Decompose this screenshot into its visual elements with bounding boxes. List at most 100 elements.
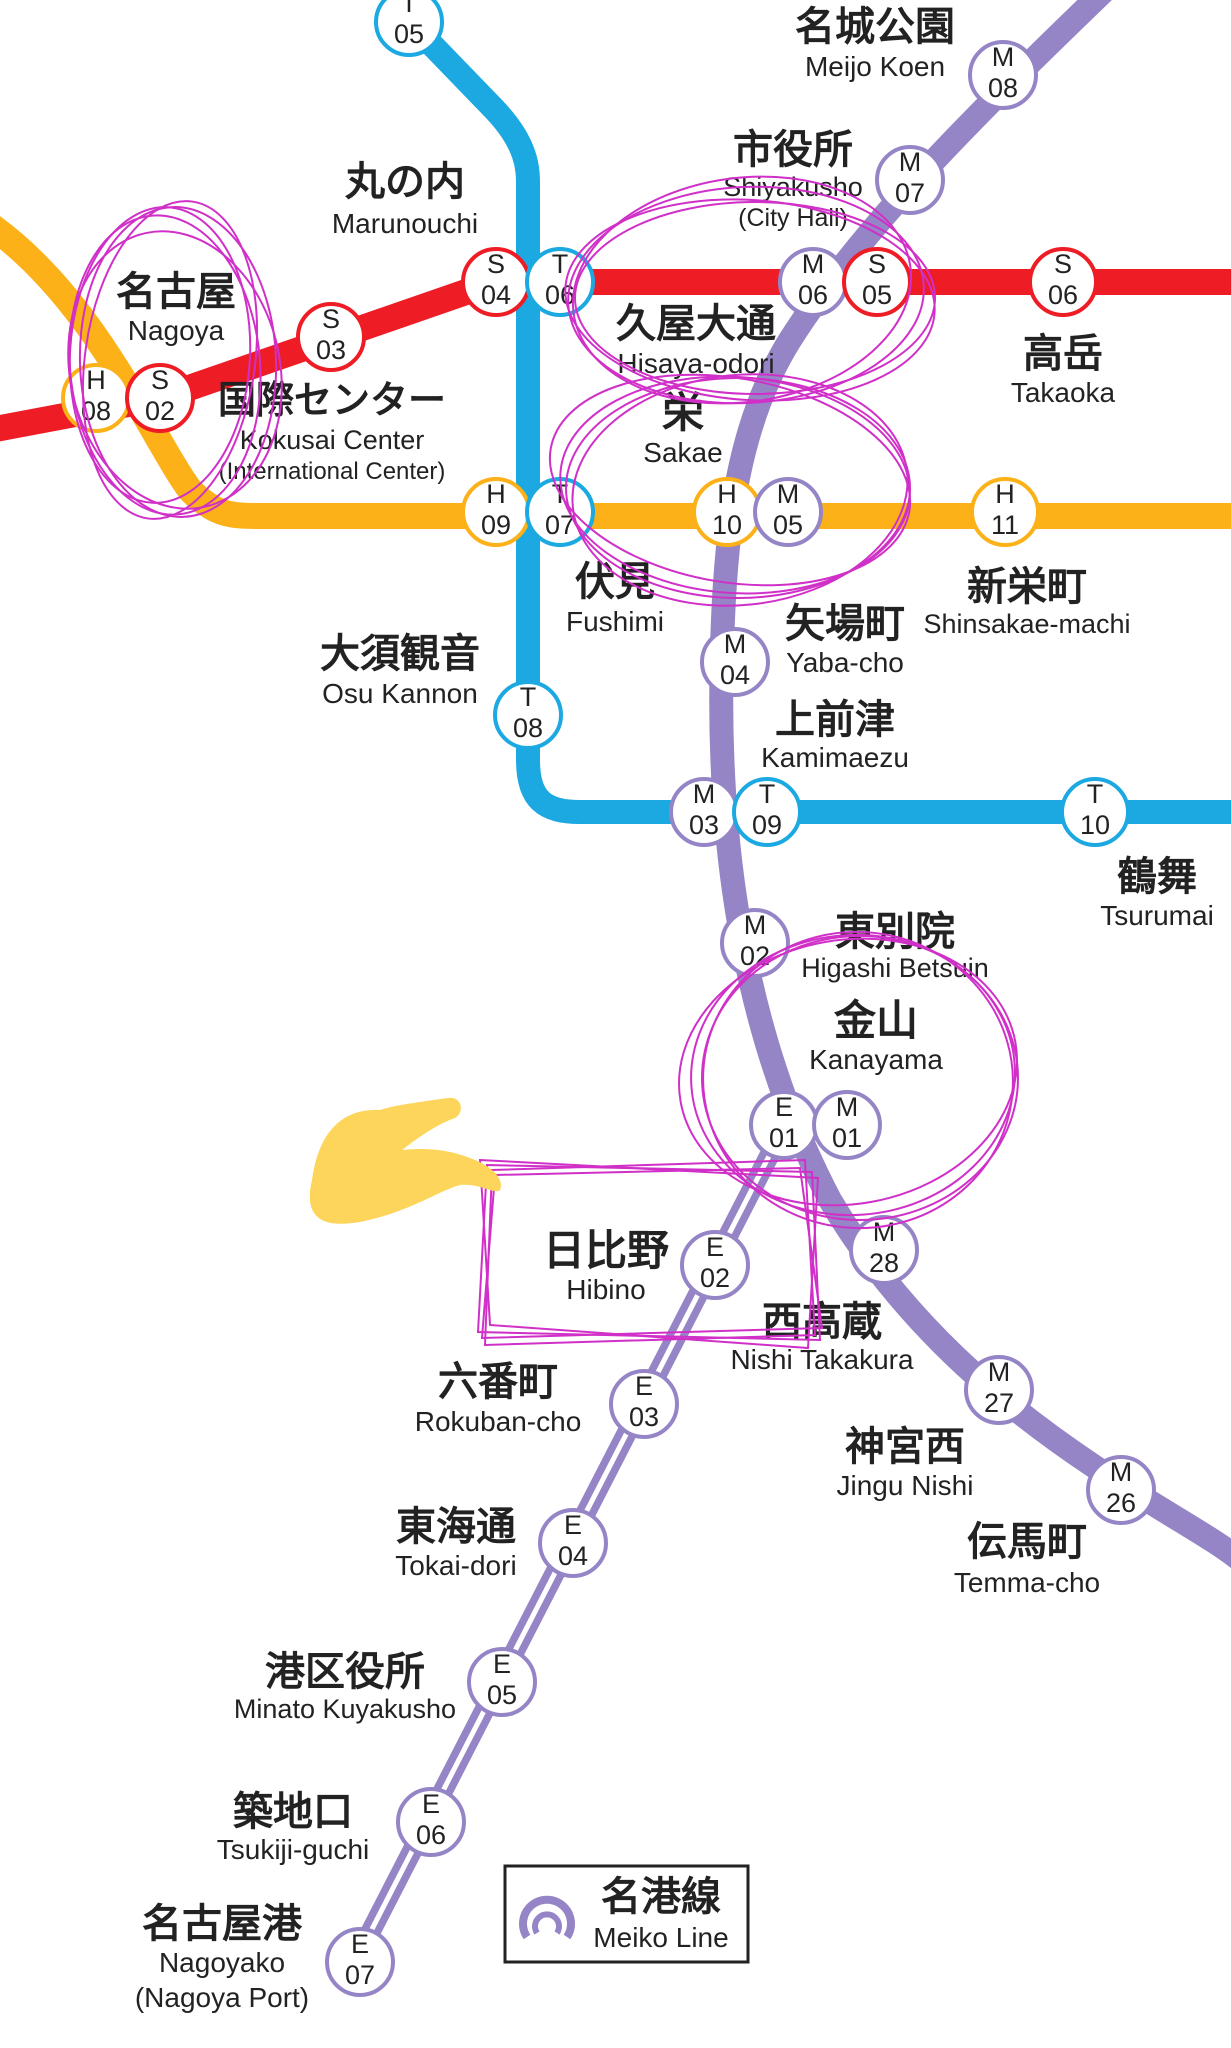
code-bubble [396,1787,466,1857]
station-code-T05[interactable]: T05 [374,0,444,57]
station-code-M08[interactable]: M08 [968,40,1038,110]
station-code-E01[interactable]: E01 [749,1090,819,1160]
hand-annotations [67,175,1019,1350]
station-code-M07[interactable]: M07 [875,145,945,215]
station-name-en: Kokusai Center [240,425,425,455]
station-code-E02[interactable]: E02 [680,1230,750,1300]
station-code-H11[interactable]: H11 [970,477,1040,547]
code-bubble [875,145,945,215]
code-bubble [964,1355,1034,1425]
station-code-H10[interactable]: H10 [692,477,762,547]
code-letter: H [486,479,506,509]
station-name-en: Minato Kuyakusho [234,1694,456,1724]
station-code-E07[interactable]: E07 [325,1927,395,1997]
station-code-E04[interactable]: E04 [538,1508,608,1578]
station-code-E05[interactable]: E05 [467,1647,537,1717]
station-name-en: Temma-cho [954,1567,1100,1598]
station-code-S03[interactable]: S03 [296,302,366,372]
meiko-line-icon [519,1895,575,1940]
station-code-S02[interactable]: S02 [125,363,195,433]
code-letter: H [995,479,1015,509]
station-name-en: Tsukiji-guchi [217,1834,370,1865]
scribble-sakae [548,373,912,607]
code-letter: M [802,249,825,279]
code-bubble [700,627,770,697]
station-code-S05[interactable]: S05 [842,247,912,317]
code-letter: T [552,249,569,279]
station-name-en: Tsurumai [1100,900,1214,931]
station-code-M28[interactable]: M28 [849,1215,919,1285]
code-letter: S [868,249,886,279]
station-code-M26[interactable]: M26 [1086,1455,1156,1525]
station-code-M06[interactable]: M06 [778,247,848,317]
tsurumai-line [396,0,1231,824]
station-code-S06[interactable]: S06 [1028,247,1098,317]
station-name-en: Jingu Nishi [837,1470,974,1501]
station-code-M03[interactable]: M03 [669,777,739,847]
code-number: 06 [1048,280,1078,310]
station-code-T10[interactable]: T10 [1060,777,1130,847]
station-code-M01[interactable]: M01 [812,1090,882,1160]
code-number: 08 [988,73,1018,103]
code-number: 06 [798,280,828,310]
scribble-kanayama [678,930,1019,1230]
scribble-hibino-box [476,1158,824,1350]
station-code-T09[interactable]: T09 [732,777,802,847]
station-name-en: Nishi Takakura [730,1344,914,1375]
station-name-en-sub: (International Center) [219,458,446,485]
code-letter: H [717,479,737,509]
station-name-en: Shinsakae-machi [923,609,1130,639]
station-code-H09[interactable]: H09 [461,477,531,547]
station-code-E06[interactable]: E06 [396,1787,466,1857]
station-code-E03[interactable]: E03 [609,1369,679,1439]
station-name-ja: 鶴舞 [1117,854,1197,900]
code-number: 27 [984,1388,1014,1418]
code-letter: E [422,1789,440,1819]
hand-shape [309,1097,501,1224]
code-bubble [970,477,1040,547]
station-code-M05[interactable]: M05 [753,477,823,547]
station-name-en: Takaoka [1011,377,1116,408]
station-name-ja: 新栄町 [967,564,1087,610]
meiko-line-legend: 名港線 Meiko Line [503,1864,750,1964]
code-bubble [732,777,802,847]
station-code-M04[interactable]: M04 [700,627,770,697]
station-code-M27[interactable]: M27 [964,1355,1034,1425]
station-code-T08[interactable]: T08 [493,680,563,750]
code-letter: E [706,1232,724,1262]
higashiyama-line [0,216,1231,529]
code-number: 03 [629,1402,659,1432]
station-name-ja: 矢場町 [785,601,905,647]
code-letter: T [1087,779,1104,809]
station-code-T06[interactable]: T06 [525,247,595,317]
code-number: 04 [481,280,511,310]
code-number: 02 [145,396,175,426]
station-code-S04[interactable]: S04 [461,247,531,317]
